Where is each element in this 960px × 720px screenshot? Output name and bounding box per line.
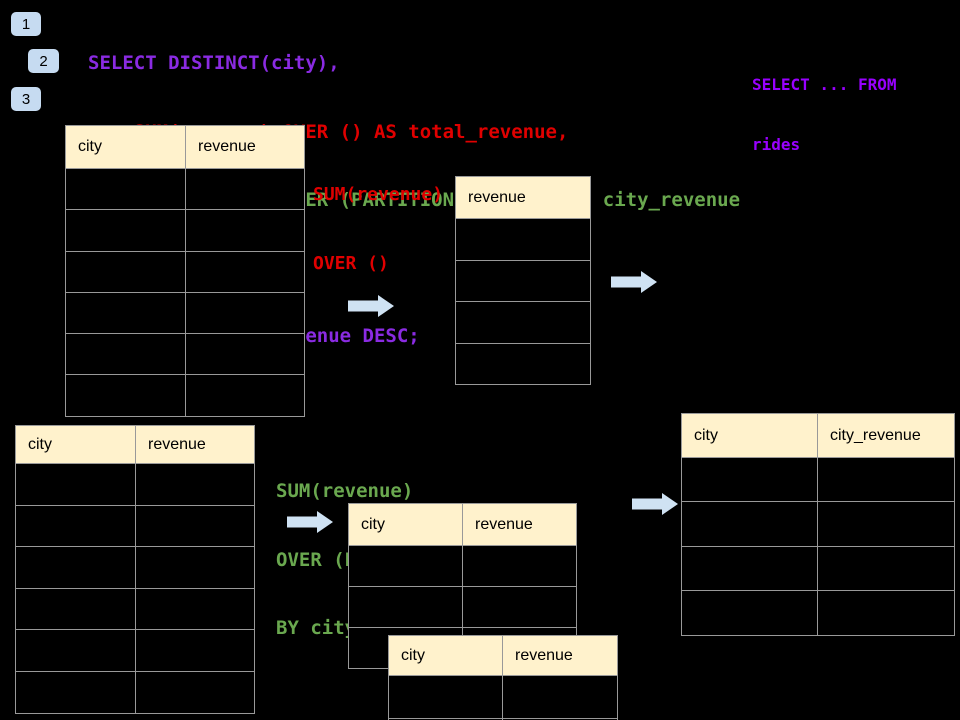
column-header-revenue: revenue <box>462 503 577 546</box>
column-header-city: city <box>65 125 186 169</box>
step-badge-1: 1 <box>11 12 41 36</box>
step-badge-2: 2 <box>28 49 59 73</box>
column-header-revenue: revenue <box>455 176 591 219</box>
column-header-revenue: revenue <box>502 635 618 676</box>
table-rides-source-bottom: city revenue <box>15 425 255 714</box>
sql-line-select: SELECT DISTINCT(city), <box>88 52 340 75</box>
table-row <box>455 342 591 385</box>
table-row <box>15 670 255 714</box>
table-row <box>681 456 955 503</box>
table-row <box>15 587 255 631</box>
table-partition-group-b: city revenue <box>388 635 618 720</box>
table-row <box>65 333 305 376</box>
column-header-city: city <box>681 413 818 458</box>
label-partition-line-1: SUM(revenue) <box>276 480 414 503</box>
label-sum-over-all-line-2: OVER () <box>313 253 389 274</box>
table-rides-source-top: city revenue <box>65 125 305 417</box>
right-arrow-icon <box>287 511 333 533</box>
table-row <box>65 209 305 252</box>
column-header-revenue: revenue <box>185 125 305 169</box>
step-badge-3-label: 3 <box>21 90 31 108</box>
table-row <box>681 590 955 636</box>
table-row <box>15 504 255 548</box>
table-row <box>388 675 618 719</box>
right-arrow-icon <box>632 493 678 515</box>
table-total-revenue: revenue <box>455 176 591 385</box>
column-header-city: city <box>15 425 136 464</box>
right-arrow-icon <box>611 271 657 293</box>
step-badge-3: 3 <box>11 87 41 111</box>
column-header-revenue: revenue <box>135 425 255 464</box>
table-row <box>15 463 255 506</box>
step-badge-2-label: 2 <box>39 52 48 70</box>
snippet-line-1: SELECT ... FROM <box>752 75 897 94</box>
table-row <box>455 301 591 344</box>
label-sum-over-all-line-1: SUM(revenue) <box>313 184 444 205</box>
table-row <box>348 586 577 628</box>
column-header-city: city <box>388 635 503 676</box>
table-row <box>65 374 305 417</box>
table-row <box>65 291 305 335</box>
table-row <box>455 259 591 302</box>
table-row <box>681 501 955 547</box>
right-arrow-icon <box>348 295 394 317</box>
label-sum-over-all: SUM(revenue) OVER () <box>313 137 443 321</box>
step-badge-1-label: 1 <box>21 15 31 33</box>
table-row <box>681 545 955 592</box>
table-row <box>65 250 305 293</box>
snippet-line-2: rides <box>752 135 801 154</box>
table-result-city-revenue: city city_revenue <box>681 413 955 636</box>
table-row <box>348 545 577 587</box>
table-row <box>15 546 255 589</box>
table-row <box>65 167 305 211</box>
table-row <box>455 218 591 261</box>
column-header-city: city <box>348 503 463 546</box>
table-row <box>388 718 618 720</box>
table-row <box>15 629 255 672</box>
sql-snippet-select-from-rides: SELECT ... FROM rides <box>752 35 897 195</box>
column-header-city-revenue: city_revenue <box>817 413 955 458</box>
